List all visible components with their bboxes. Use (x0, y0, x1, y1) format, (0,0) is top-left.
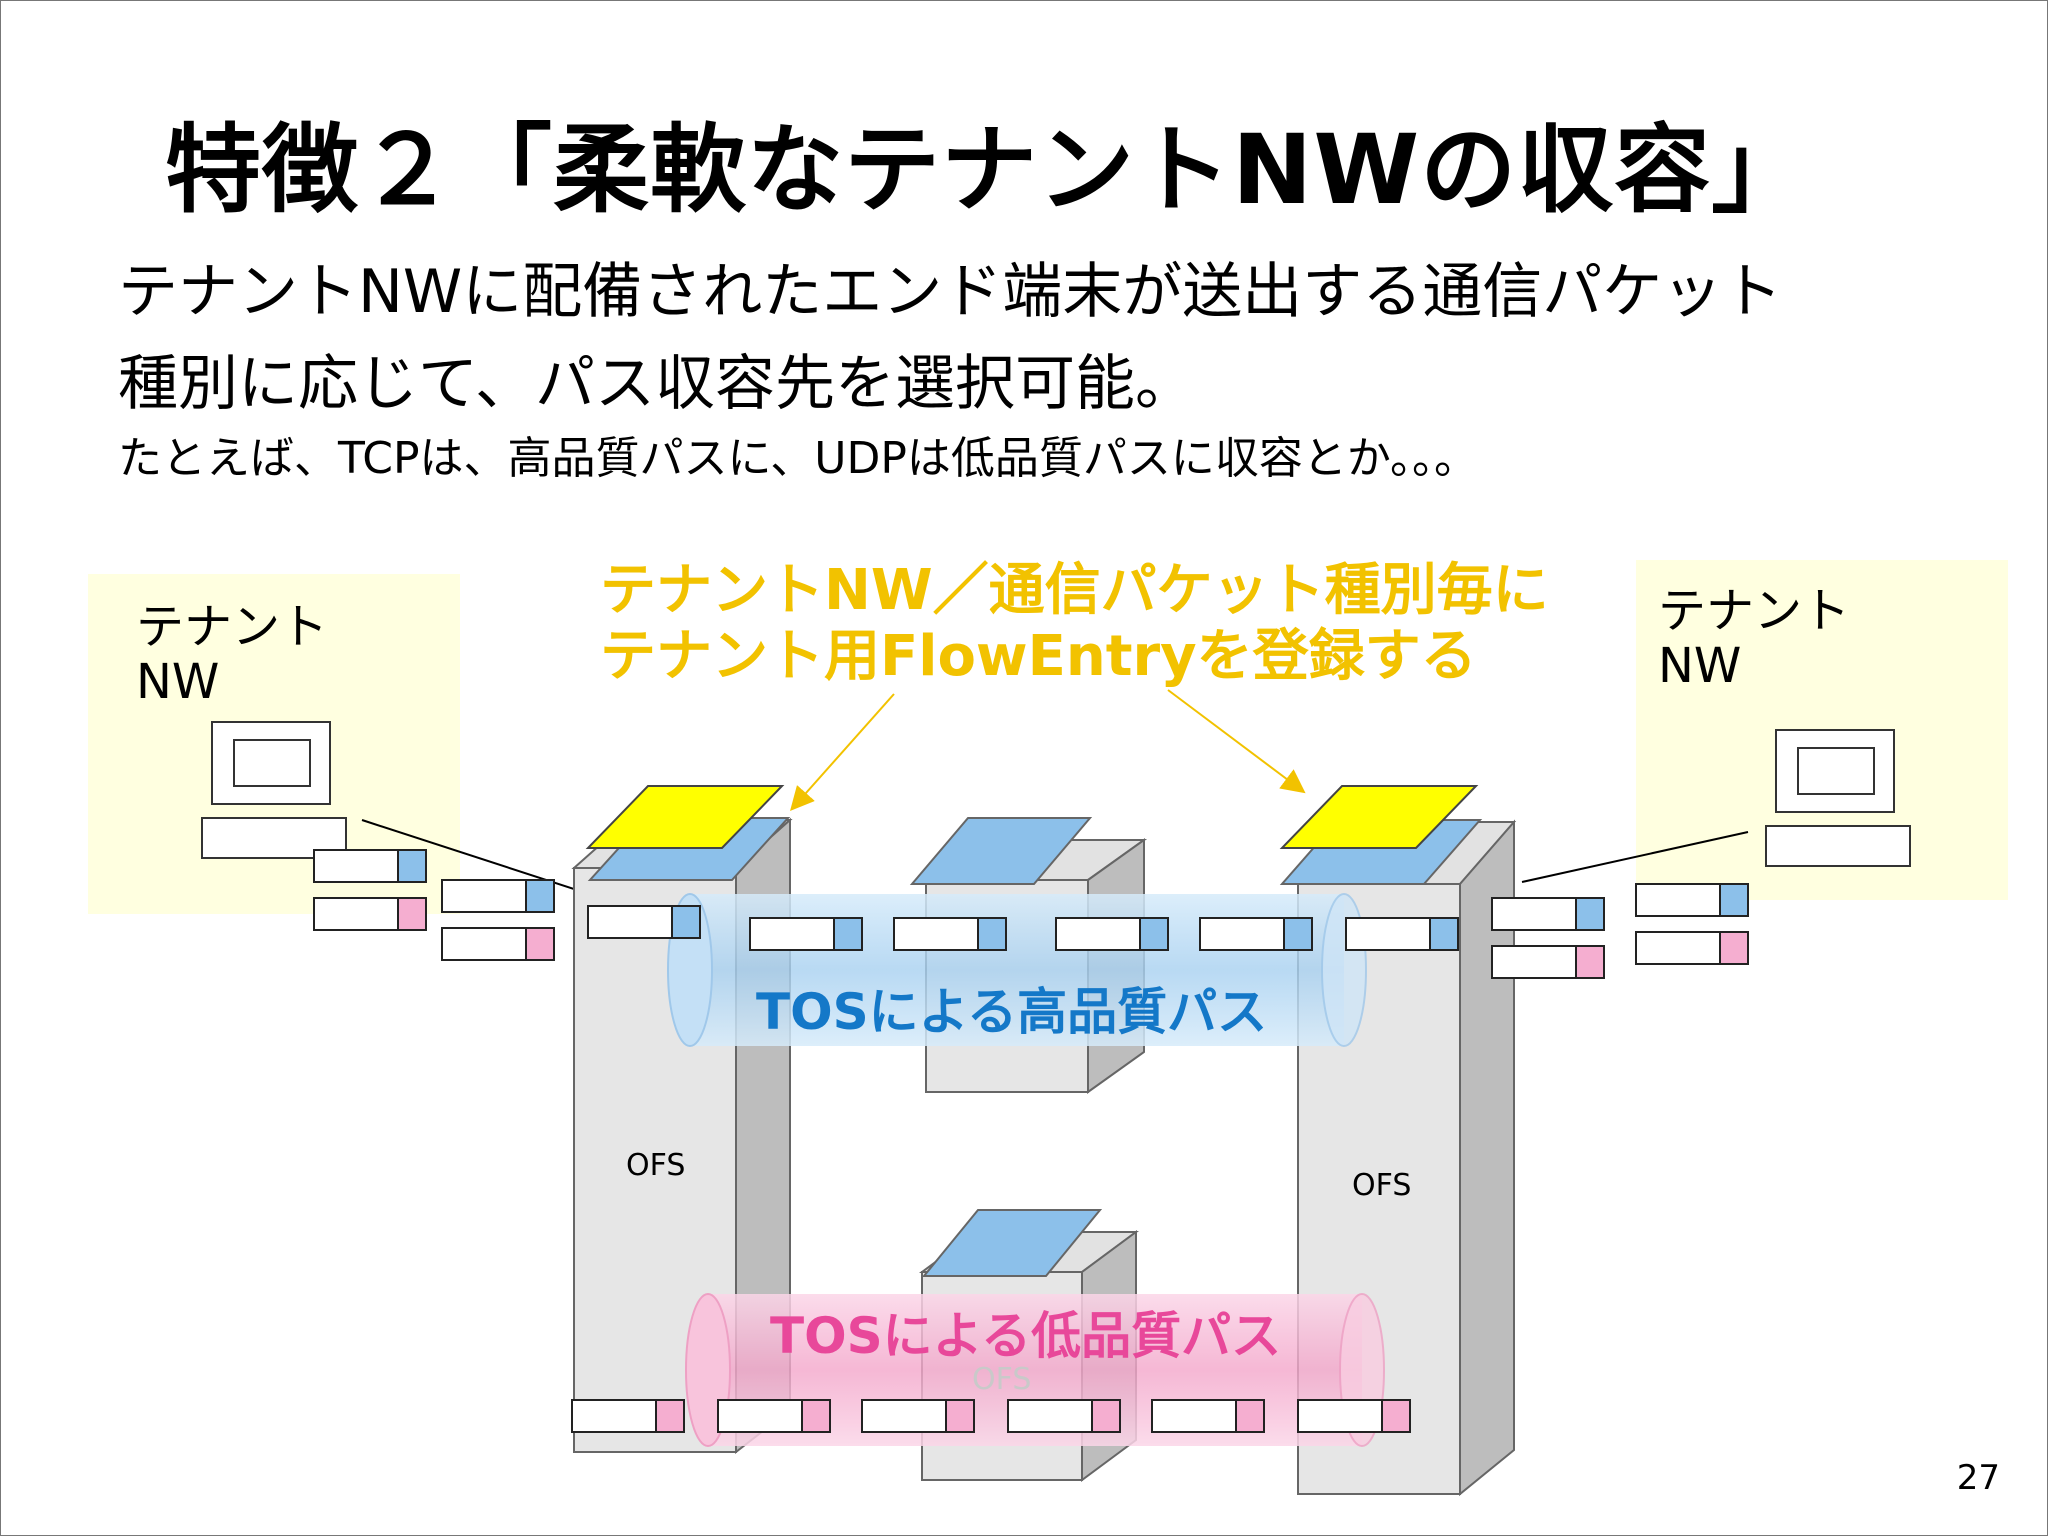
body-line-3: たとえば、TCPは、高品質パスに、UDPは低品質パスに収容とか。。。 (118, 433, 1478, 484)
callout-arrow-right (1167, 689, 1306, 794)
link-right (1521, 831, 1749, 883)
body-line-1: テナントNWに配備されたエンド端末が送出する通信パケット (118, 257, 1783, 327)
packet-udp (717, 1399, 831, 1433)
packet-tcp (893, 917, 1007, 951)
packet-tcp (313, 849, 427, 883)
low-path-label: TOSによる低品質パス (770, 1307, 1282, 1365)
packet-group (313, 849, 1749, 1433)
packet-udp (1491, 945, 1605, 979)
page-number: 27 (1956, 1458, 2000, 1498)
packet-udp (313, 897, 427, 931)
callout-text: テナントNW／通信パケット種別毎に テナント用FlowEntryを登録する (600, 558, 1549, 690)
packet-udp (1151, 1399, 1265, 1433)
ofs-label-right: OFS (1352, 1168, 1412, 1203)
tenant-label-left-line2: NW (136, 654, 220, 710)
tenant-label-right: テナント NW (1658, 584, 1850, 694)
callout-arrow-left (790, 693, 895, 811)
packet-tcp (1199, 917, 1313, 951)
packet-udp (441, 927, 555, 961)
callout-line-2: テナント用FlowEntryを登録する (600, 624, 1477, 689)
packet-udp (1007, 1399, 1121, 1433)
computer-icon-right (1765, 729, 1911, 867)
tenant-label-left-line1: テナント (136, 599, 329, 655)
packet-tcp (587, 905, 701, 939)
packet-tcp (749, 917, 863, 951)
slide-title: 特徴２「柔軟なテナントNWの収容」 (165, 114, 1809, 226)
packet-udp (571, 1399, 685, 1433)
ofs-label-left: OFS (626, 1148, 686, 1183)
flow-table-yellow-right (1279, 785, 1479, 849)
packet-tcp (1491, 897, 1605, 931)
tenant-label-left: テナント NW (136, 600, 328, 710)
packet-tcp (441, 879, 555, 913)
tenant-label-right-line2: NW (1658, 638, 1742, 694)
packet-tcp (1345, 917, 1459, 951)
computer-icon-left (201, 721, 347, 859)
body-line-2: 種別に応じて、パス収容先を選択可能。 (118, 349, 1195, 419)
packet-udp (1635, 931, 1749, 965)
callout-line-1: テナントNW／通信パケット種別毎に (600, 558, 1549, 623)
body-text: テナントNWに配備されたエンド端末が送出する通信パケット 種別に応じて、パス収容… (118, 246, 1782, 430)
packet-tcp (1635, 883, 1749, 917)
tenant-label-right-line1: テナント (1658, 583, 1851, 639)
packet-udp (861, 1399, 975, 1433)
packet-udp (1297, 1399, 1411, 1433)
flow-table-yellow-left (585, 785, 785, 849)
ofs-label-bottom: OFS (972, 1362, 1032, 1397)
packet-tcp (1055, 917, 1169, 951)
high-path-label: TOSによる高品質パス (756, 983, 1268, 1041)
